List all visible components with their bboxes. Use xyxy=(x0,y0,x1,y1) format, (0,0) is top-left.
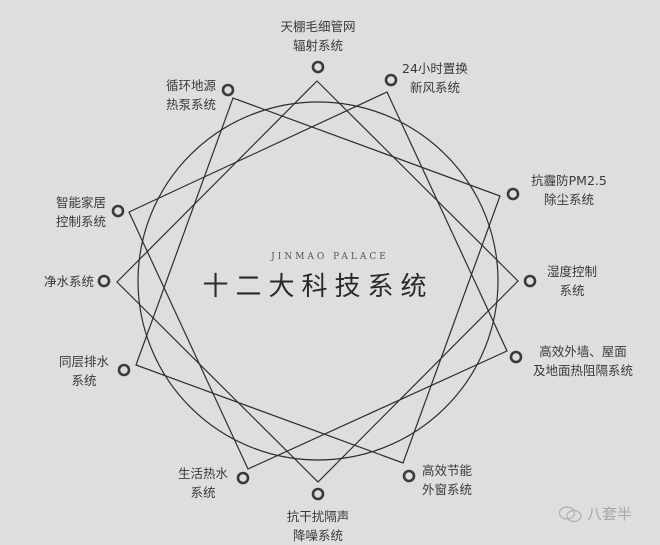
label-line-2: 热泵系统 xyxy=(165,97,216,112)
watermark: 八套半 xyxy=(558,503,632,524)
star-square-1 xyxy=(116,80,519,483)
node-marker-2 xyxy=(506,187,520,201)
node-marker-11 xyxy=(221,83,235,97)
watermark-text: 八套半 xyxy=(587,505,633,523)
system-label-water-purification: 净水系统 xyxy=(30,272,94,291)
node-marker-4 xyxy=(509,350,523,364)
system-label-ceiling-capillary-radiation: 天棚毛细管网 辐射系统 xyxy=(258,17,378,55)
system-label-thermal-insulation: 高效外墙、屋面 及地面热阻隔系统 xyxy=(524,342,642,380)
label-line-1: 天棚毛细管网 xyxy=(280,19,356,34)
star-square-2 xyxy=(128,91,508,470)
label-line-2: 辐射系统 xyxy=(292,38,343,53)
label-line-2: 新风系统 xyxy=(409,80,460,95)
star-square-3 xyxy=(135,97,501,464)
node-marker-10 xyxy=(111,204,125,218)
label-line-2: 系统 xyxy=(190,485,216,500)
label-line-2: 外窗系统 xyxy=(422,482,473,497)
system-label-humidity-control: 湿度控制 系统 xyxy=(540,262,604,300)
diagram-title: 十二大科技系统 xyxy=(202,272,434,302)
label-line-1: 高效外墙、屋面 xyxy=(539,344,627,359)
brand-subtitle: JINMAO PALACE xyxy=(271,252,389,262)
wechat-icon xyxy=(558,505,582,522)
label-line-1: 同层排水 xyxy=(58,354,109,369)
label-line-2: 除尘系统 xyxy=(543,192,594,207)
label-line-2: 系统 xyxy=(559,283,585,298)
label-line-2: 及地面热阻隔系统 xyxy=(532,363,633,378)
label-line-2: 降噪系统 xyxy=(292,528,343,543)
system-label-domestic-hot-water: 生活热水 系统 xyxy=(171,464,235,502)
node-marker-8 xyxy=(117,363,131,377)
central-circle xyxy=(137,101,499,461)
label-line-2: 控制系统 xyxy=(55,214,106,229)
system-label-ground-source-heat-pump: 循环地源 热泵系统 xyxy=(152,76,216,114)
label-line-1: 抗霾防PM2.5 xyxy=(531,173,607,188)
system-label-fresh-air-replacement: 24小时置换 新风系统 xyxy=(402,59,468,97)
node-marker-3 xyxy=(523,274,537,288)
node-marker-7 xyxy=(236,471,250,485)
label-line-1: 循环地源 xyxy=(165,78,216,93)
system-label-anti-haze-pm25: 抗霾防PM2.5 除尘系统 xyxy=(521,171,617,209)
node-marker-6 xyxy=(311,487,325,501)
system-label-smart-home-control: 智能家居 控制系统 xyxy=(42,193,106,231)
node-marker-9 xyxy=(97,274,111,288)
label-line-1: 抗干扰隔声 xyxy=(286,509,350,524)
label-line-1: 24小时置换 xyxy=(402,61,468,76)
node-marker-0 xyxy=(311,60,325,74)
system-label-same-floor-drainage: 同层排水 系统 xyxy=(52,352,116,390)
node-marker-1 xyxy=(384,73,398,87)
label-line-1: 智能家居 xyxy=(55,195,106,210)
label-line-1: 净水系统 xyxy=(43,274,94,289)
system-label-sound-insulation: 抗干扰隔声 降噪系统 xyxy=(268,507,368,545)
label-line-1: 生活热水 xyxy=(177,466,228,481)
label-line-2: 系统 xyxy=(71,373,97,388)
system-label-energy-efficient-windows: 高效节能 外窗系统 xyxy=(422,461,472,499)
label-line-1: 高效节能 xyxy=(422,463,473,478)
node-marker-5 xyxy=(402,469,416,483)
label-line-1: 湿度控制 xyxy=(546,264,597,279)
